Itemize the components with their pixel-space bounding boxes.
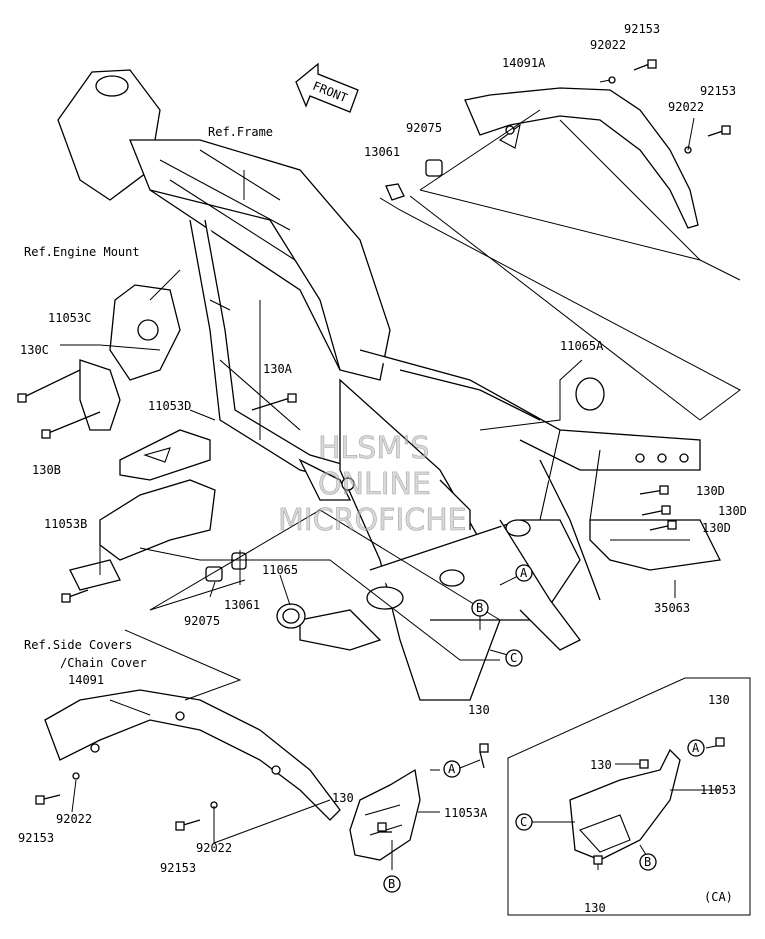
label-92153-l2: 92153	[160, 861, 196, 875]
label-11053d: 11053D	[148, 399, 191, 413]
rear-fender-14091A	[464, 87, 699, 229]
front-arrow: FRONT	[295, 62, 359, 113]
bracket-11053D	[119, 429, 211, 481]
label-130-b: 130	[332, 791, 354, 805]
label-chain-cover: /Chain Cover	[60, 656, 147, 670]
label-11053b: 11053B	[44, 517, 87, 531]
watermark-line2: ONLINE	[318, 467, 431, 502]
ca-inset	[507, 677, 751, 916]
label-92022-top1: 92022	[590, 38, 626, 52]
bracket-11053B	[69, 479, 216, 591]
watermark-line1: HLSM'S	[318, 431, 430, 466]
watermark-line3: MICROFICHE	[278, 503, 467, 538]
label-11065: 11065	[262, 563, 298, 577]
callout-b-2: B	[388, 877, 395, 891]
label-130d-3: 130D	[702, 521, 731, 535]
fender-14091	[44, 689, 341, 821]
label-92075-top: 92075	[406, 121, 442, 135]
callout-c-1: C	[510, 651, 517, 665]
label-130d-2: 130D	[718, 504, 747, 518]
label-ca-130-top: 130	[708, 693, 730, 707]
label-ca: (CA)	[704, 890, 733, 904]
label-92022-l2: 92022	[196, 841, 232, 855]
label-92153-top1: 92153	[624, 22, 660, 36]
label-11065a: 11065A	[560, 339, 604, 353]
label-14091: 14091	[68, 673, 104, 687]
part-labels: 92153 92022 14091A 92153 92022 92075 130…	[18, 22, 747, 915]
label-ref-side-covers: Ref.Side Covers	[24, 638, 132, 652]
label-14091a: 14091A	[502, 56, 546, 70]
callout-b-3: B	[644, 855, 651, 869]
callout-b-1: B	[476, 601, 483, 615]
label-130c: 130C	[20, 343, 49, 357]
leader-lines	[60, 79, 741, 870]
label-35063: 35063	[654, 601, 690, 615]
label-130d-1: 130D	[696, 484, 725, 498]
label-92022-top2: 92022	[668, 100, 704, 114]
callouts: A B C A B A C B	[383, 564, 705, 893]
label-ca-130-bot: 130	[584, 901, 606, 915]
callout-a-1: A	[520, 566, 528, 580]
frame-drawing	[57, 69, 721, 701]
label-92153-l1: 92153	[18, 831, 54, 845]
callout-a-3: A	[692, 741, 700, 755]
callout-a-2: A	[448, 762, 456, 776]
label-130-a: 130	[468, 703, 490, 717]
label-11053a: 11053A	[444, 806, 488, 820]
label-ref-frame: Ref.Frame	[208, 125, 273, 139]
bracket-11053A	[349, 768, 421, 861]
label-130b: 130B	[32, 463, 61, 477]
label-ca-130-mid: 130	[590, 758, 612, 772]
label-11053c: 11053C	[48, 311, 91, 325]
bolts	[17, 59, 731, 833]
label-92075-mid: 92075	[184, 614, 220, 628]
label-92022-l1: 92022	[56, 812, 92, 826]
label-ca-11053: 11053	[700, 783, 736, 797]
label-92153-top2: 92153	[700, 84, 736, 98]
bracket-11053C	[79, 284, 181, 431]
callout-c-2: C	[520, 815, 527, 829]
watermark: HLSM'S ONLINE MICROFICHE	[278, 431, 467, 539]
label-13061-mid: 13061	[224, 598, 260, 612]
label-ref-engine-mount: Ref.Engine Mount	[24, 245, 140, 259]
label-130a: 130A	[263, 362, 293, 376]
label-13061-top: 13061	[364, 145, 400, 159]
